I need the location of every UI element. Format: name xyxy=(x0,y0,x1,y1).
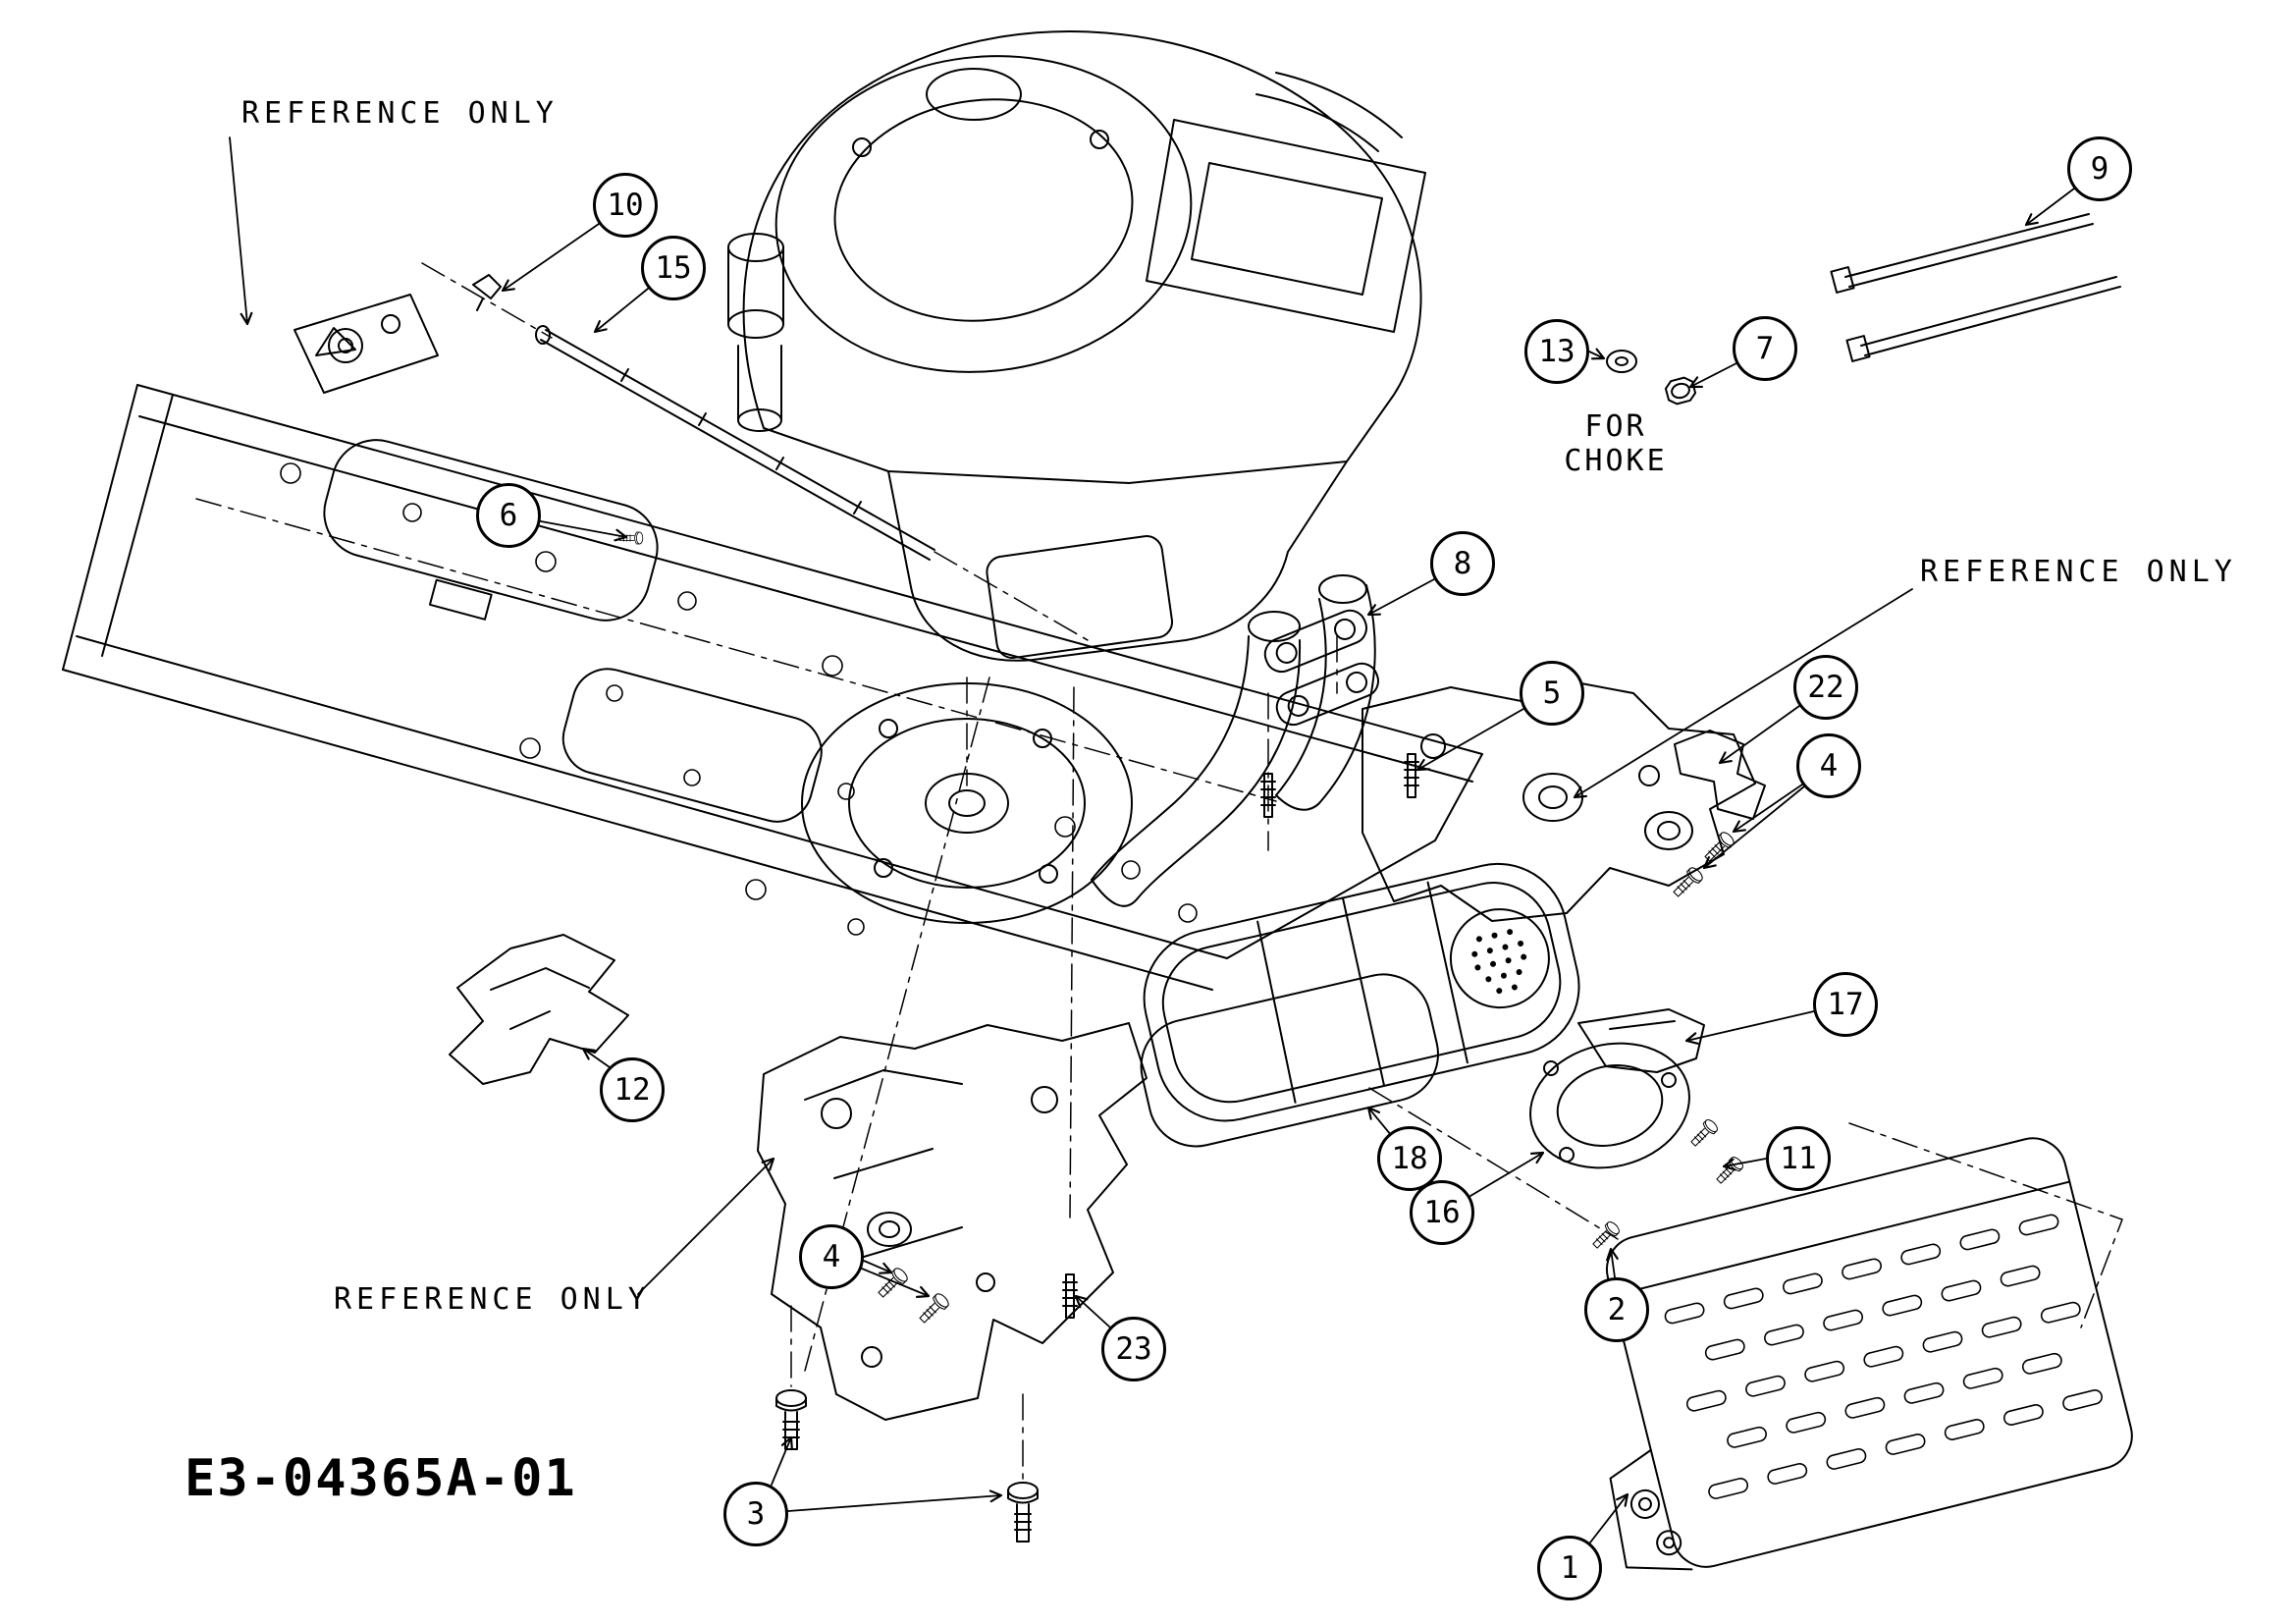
callout-13: 13 xyxy=(1524,319,1589,384)
callout-1: 1 xyxy=(1537,1536,1602,1600)
callout-15: 15 xyxy=(641,236,706,300)
assembly-centerlines xyxy=(195,262,2123,1482)
reference-only-label-right: REFERENCE ONLY xyxy=(1920,555,2237,589)
exhaust-pipe-drawing xyxy=(1091,584,1419,907)
for-choke-line1: FOR xyxy=(1584,409,1647,444)
callout-9: 9 xyxy=(2067,136,2132,201)
callout-6: 6 xyxy=(476,483,541,548)
dipstick-tube-drawing xyxy=(535,325,935,561)
choke-hardware-drawing xyxy=(1606,350,1697,406)
heat-shield-drawing xyxy=(1606,1137,2133,1571)
muffler-drawing xyxy=(1140,862,1580,1148)
callout-10: 10 xyxy=(593,173,658,238)
callout-5: 5 xyxy=(1520,661,1584,726)
reference-only-label-bottom: REFERENCE ONLY xyxy=(334,1282,651,1317)
callout-4-left: 4 xyxy=(799,1224,864,1289)
callout-3: 3 xyxy=(723,1482,788,1546)
for-choke-line2: CHOKE xyxy=(1564,443,1668,478)
callout-4-right: 4 xyxy=(1796,733,1861,798)
frame-drawing xyxy=(62,294,1483,991)
bottom-bracket-drawing xyxy=(757,1022,1148,1421)
leader-lines xyxy=(229,136,2075,1543)
callout-22: 22 xyxy=(1793,655,1858,720)
reference-only-label-top-left: REFERENCE ONLY xyxy=(241,96,559,131)
callout-18: 18 xyxy=(1377,1126,1442,1191)
cable-ties-drawing xyxy=(1830,213,2121,362)
callout-16: 16 xyxy=(1410,1180,1474,1245)
callout-23: 23 xyxy=(1101,1317,1166,1381)
for-choke-label: FOR CHOKE xyxy=(1537,409,1694,478)
clip-drawing xyxy=(472,274,502,311)
muffler-cover-drawing xyxy=(1529,1008,1746,1252)
callout-11: 11 xyxy=(1766,1126,1831,1191)
exhaust-gaskets-drawing xyxy=(1263,609,1379,727)
callout-7: 7 xyxy=(1733,316,1797,381)
drawing-number: E3-04365A-01 xyxy=(185,1449,577,1508)
callout-2: 2 xyxy=(1584,1277,1649,1342)
callout-17: 17 xyxy=(1813,972,1878,1037)
callout-12: 12 xyxy=(600,1057,665,1122)
callout-8: 8 xyxy=(1430,531,1495,596)
engine-drawing xyxy=(727,29,1426,662)
